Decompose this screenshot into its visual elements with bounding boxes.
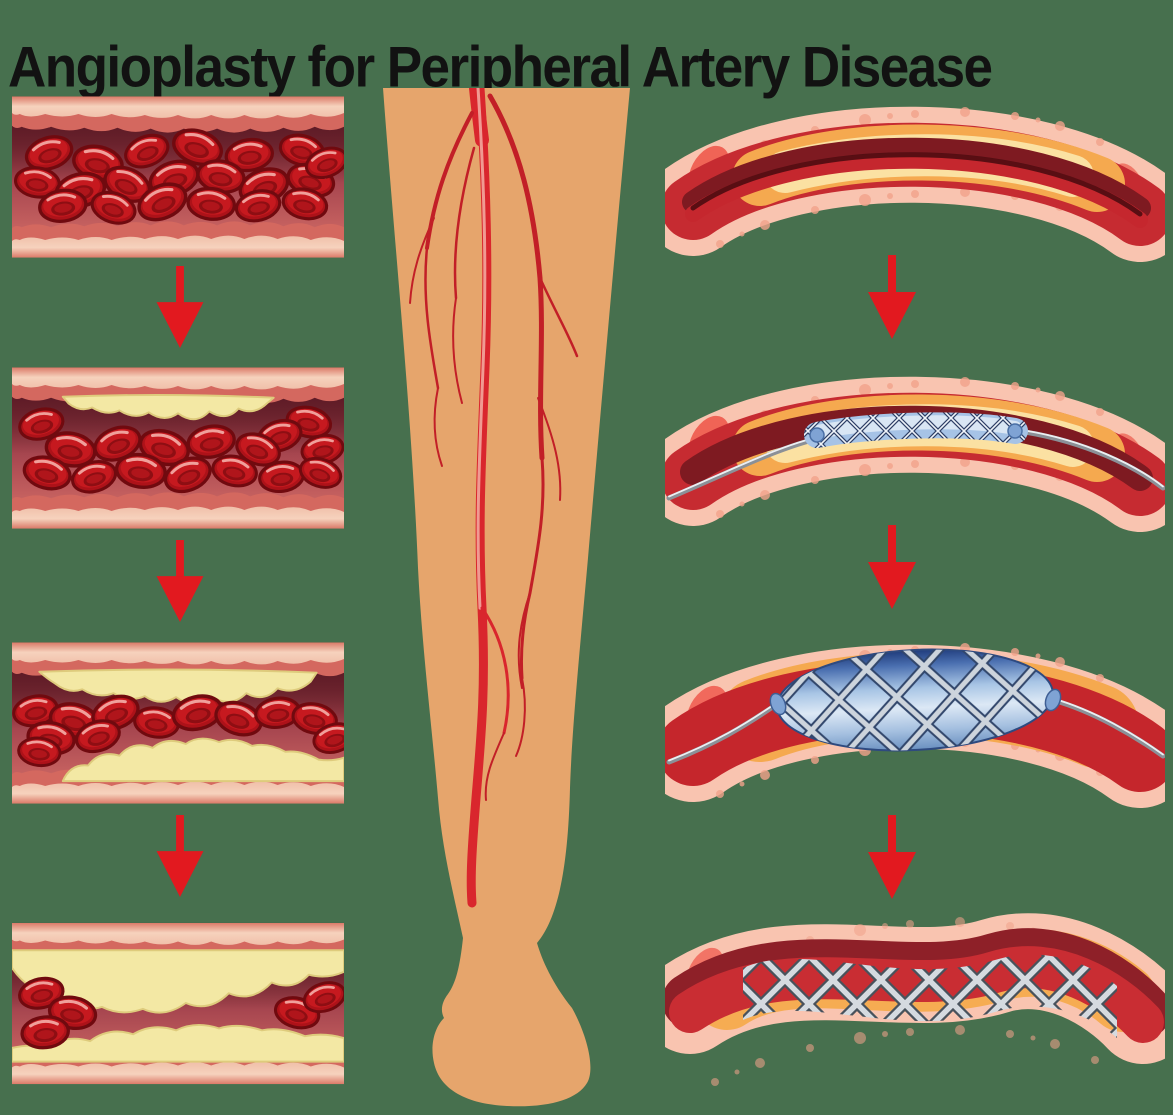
stage-balloon-inflated-stent-expanded	[665, 643, 1165, 808]
inflated-balloon	[776, 648, 1054, 752]
leg-arteries-illustration	[383, 88, 630, 1107]
down-arrow-icon	[868, 255, 916, 339]
down-arrow-icon	[156, 540, 204, 623]
down-arrow-icon	[156, 266, 204, 349]
down-arrow-icon	[868, 815, 916, 899]
plaque-bottom	[61, 737, 344, 783]
down-arrow-icon	[868, 525, 916, 609]
stage-stent-deployed-artery-open	[665, 913, 1165, 1086]
leg-silhouette	[383, 88, 630, 1107]
artery-wall-bottom	[12, 221, 344, 258]
artery-wall-top	[12, 96, 344, 133]
stent-mesh	[777, 649, 1053, 751]
stent-mesh	[804, 412, 1028, 448]
leg-arteries	[409, 88, 579, 908]
stage-early-plaque-deposit	[12, 367, 344, 529]
stage-plaque-both-walls	[12, 642, 344, 804]
stage-catheter-stent-inserted	[665, 376, 1165, 532]
stage-narrowed-artery-plaque	[665, 106, 1165, 262]
down-arrow-icon	[156, 815, 204, 898]
stage-healthy-artery-blood-cells	[12, 96, 344, 258]
stage-severe-plaque-blockage	[12, 922, 344, 1085]
catheter-wire	[666, 701, 780, 765]
plaque-top	[61, 394, 275, 421]
narrowed-channel	[682, 137, 1151, 219]
